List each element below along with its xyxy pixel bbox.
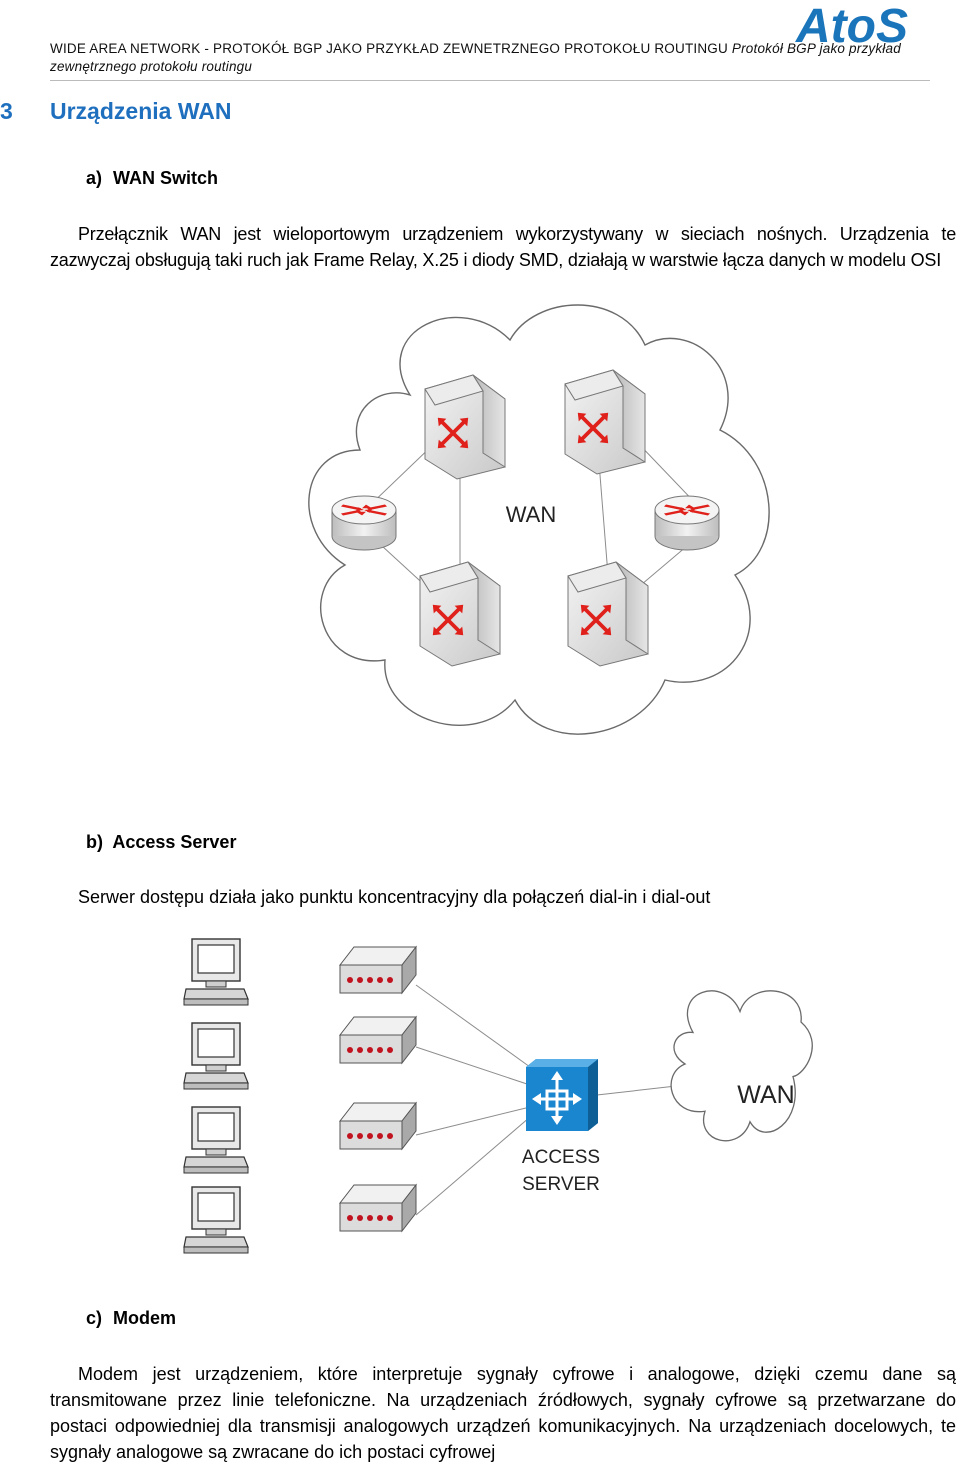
modem-4 [339, 1184, 417, 1232]
wan-switch-bottom-left [420, 562, 500, 666]
section-title: Urządzenia WAN [50, 98, 232, 124]
subheading-title: Modem [113, 1308, 177, 1328]
access-wan-label: WAN [737, 1081, 794, 1109]
modem-3 [339, 1102, 417, 1150]
subheading-label: c) [86, 1308, 103, 1328]
atos-logo: AtoS [795, 0, 908, 48]
access-links [415, 984, 686, 1216]
pc-4 [183, 1186, 249, 1254]
access-wan-cloud [670, 990, 813, 1142]
pc-2 [183, 1022, 249, 1090]
access-server-text: Serwer dostępu działa jako punktu koncen… [78, 887, 711, 907]
wan-switch-top-right [565, 370, 645, 474]
subheading-label: b) [86, 832, 103, 852]
subheading-label: a) [86, 168, 103, 188]
wan-cloud-label: WAN [506, 502, 557, 527]
access-server-icon [526, 1059, 598, 1131]
logo-text: AtoS [795, 0, 908, 48]
header-title: WIDE AREA NETWORK - PROTOKÓŁ BGP JAKO PR… [50, 41, 728, 56]
subheading-title: WAN Switch [113, 168, 219, 188]
modem-paragraph: Modem jest urządzeniem, które interpretu… [50, 1361, 956, 1465]
subheading-wan-switch: a) WAN Switch [86, 168, 218, 189]
wan-switch-text: Przełącznik WAN jest wieloportowym urząd… [50, 224, 956, 270]
modem-2 [339, 1016, 417, 1064]
access-server-paragraph: Serwer dostępu działa jako punktu koncen… [50, 884, 956, 910]
wan-switch-top-left [425, 375, 505, 479]
running-header: WIDE AREA NETWORK - PROTOKÓŁ BGP JAKO PR… [50, 40, 930, 76]
section-number: 3 [0, 98, 13, 124]
subheading-title: Access Server [112, 832, 237, 852]
wan-router-left [332, 496, 396, 550]
header-subtitle: Protokół BGP jako przykład zewnętrznego … [50, 41, 901, 74]
access-server-label-1: ACCESS [522, 1147, 600, 1168]
access-server-label-2: SERVER [522, 1174, 600, 1195]
modem-text: Modem jest urządzeniem, które interpretu… [50, 1364, 956, 1462]
wan-switch-diagram: WAN [308, 304, 770, 735]
subheading-modem: c) Modem [86, 1308, 176, 1329]
wan-router-right [655, 496, 719, 550]
pc-1 [183, 938, 249, 1006]
subheading-access-server: b) Access Server [86, 832, 236, 853]
wan-switch-bottom-right [568, 562, 648, 666]
modem-1 [339, 946, 417, 994]
section-heading: 3 Urządzenia WAN [0, 98, 231, 125]
pc-3 [183, 1106, 249, 1174]
access-server-diagram: ACCESS SERVER WAN [183, 938, 813, 1254]
wan-switch-paragraph: Przełącznik WAN jest wieloportowym urząd… [50, 221, 956, 273]
header-divider [50, 80, 930, 81]
